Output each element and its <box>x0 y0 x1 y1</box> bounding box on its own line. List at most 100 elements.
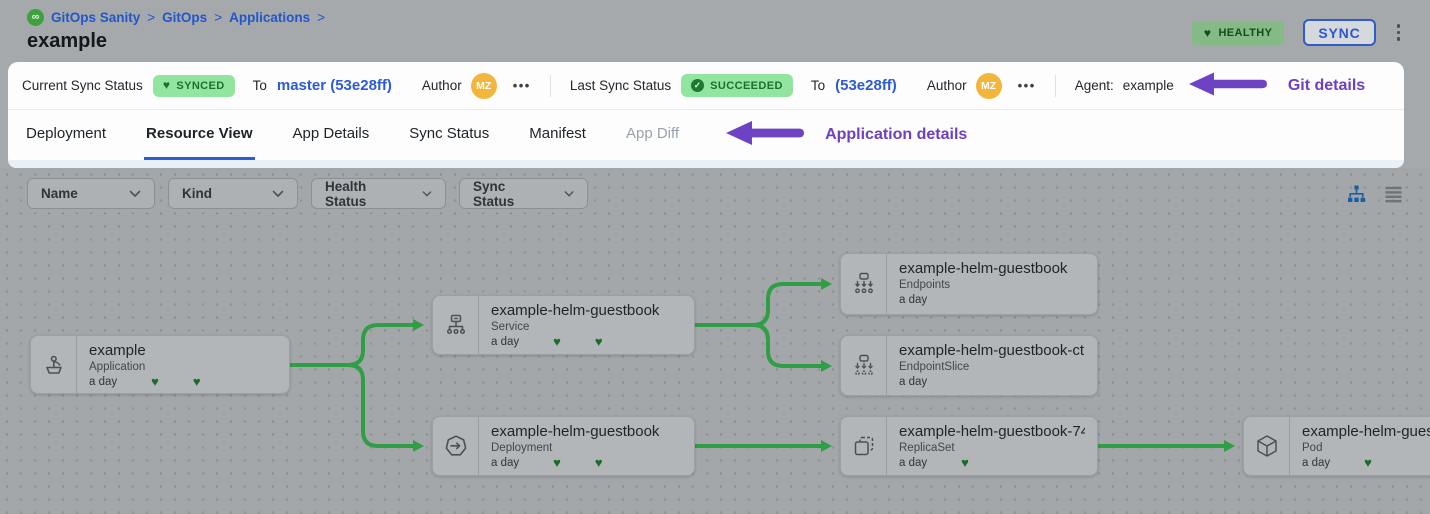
chevron-down-icon <box>129 190 141 197</box>
filter-sync-status-label: Sync Status <box>473 178 515 209</box>
synced-badge: ♥ SYNCED <box>152 74 235 97</box>
node-age: a day <box>899 376 928 388</box>
author-avatar[interactable]: MZ <box>470 72 497 99</box>
breadcrumb-gitops[interactable]: GitOps <box>162 10 208 25</box>
list-view-icon[interactable] <box>1385 186 1402 203</box>
node-age: a day <box>491 336 520 348</box>
sync-button[interactable]: SYNC <box>1303 19 1376 46</box>
health-heart-icon: ♥ <box>553 334 561 349</box>
breadcrumb: ∞ GitOps Sanity > GitOps > Applications … <box>27 9 325 26</box>
health-heart-icon: ♥ <box>1364 455 1372 470</box>
node-deployment-example-helm-guestbook[interactable]: example-helm-guestbook Deployment a day … <box>432 416 695 476</box>
application-details-arrow-icon <box>725 119 805 152</box>
node-replicaset-example-helm-guestbook[interactable]: example-helm-guestbook-74... ReplicaSet … <box>840 416 1098 476</box>
endpointslice-icon <box>841 336 887 395</box>
sync-heart-icon: ♥ <box>594 334 603 349</box>
tab-manifest[interactable]: Manifest <box>529 125 586 142</box>
node-kind: Service <box>491 321 530 333</box>
filter-kind-dropdown[interactable]: Kind <box>168 178 298 209</box>
node-title: example-helm-guestbook <box>899 260 1068 277</box>
git-details-arrow-icon <box>1188 71 1268 100</box>
filter-sync-status-dropdown[interactable]: Sync Status <box>459 178 588 209</box>
check-circle-icon: ✓ <box>691 79 705 92</box>
health-heart-icon: ♥ <box>961 455 969 470</box>
node-title: example-helm-guestbook-74... <box>899 423 1085 440</box>
tab-resource-view[interactable]: Resource View <box>144 110 255 160</box>
filter-kind-label: Kind <box>182 186 212 201</box>
synced-badge-label: SYNCED <box>176 79 225 92</box>
node-title: example-helm-guestbook-74... <box>1302 423 1430 440</box>
node-endpointslice-example-helm-guestbook[interactable]: example-helm-guestbook-ct... EndpointSli… <box>840 335 1098 396</box>
more-options-icon[interactable]: ••• <box>512 78 531 93</box>
tab-app-diff[interactable]: App Diff <box>625 125 680 142</box>
node-age: a day <box>491 457 520 469</box>
node-kind: Application <box>89 361 146 373</box>
author-label: Author <box>926 78 967 93</box>
node-kind: Pod <box>1302 442 1323 454</box>
chevron-down-icon <box>422 190 432 197</box>
to-label: To <box>810 78 826 93</box>
breadcrumb-gitops-sanity[interactable]: GitOps Sanity <box>51 10 141 25</box>
node-title: example-helm-guestbook <box>491 302 660 319</box>
divider <box>549 74 551 97</box>
filter-health-status-label: Health Status <box>325 178 367 209</box>
filter-name-label: Name <box>41 186 78 201</box>
last-revision-link[interactable]: (53e28ff) <box>835 77 897 94</box>
node-endpoints-example-helm-guestbook[interactable]: example-helm-guestbook Endpoints a day <box>840 253 1098 315</box>
succeeded-badge: ✓ SUCCEEDED <box>681 74 793 97</box>
card-bottom-strip <box>8 160 1404 168</box>
node-kind: ReplicaSet <box>899 442 955 454</box>
agent-value: example <box>1122 78 1174 93</box>
node-age: a day <box>899 457 928 469</box>
filter-health-status-dropdown[interactable]: Health Status <box>311 178 446 209</box>
view-toggles <box>1347 185 1402 204</box>
sync-status-bar: Current Sync Status ♥ SYNCED To master (… <box>8 62 1404 110</box>
tabs-bar: Deployment Resource View App Details Syn… <box>8 110 1404 160</box>
node-service-example-helm-guestbook[interactable]: example-helm-guestbook Service a day ♥ ♥ <box>432 295 695 355</box>
node-pod-example-helm-guestbook[interactable]: example-helm-guestbook-74... Pod a day ♥ <box>1243 416 1430 476</box>
author-label: Author <box>421 78 462 93</box>
health-heart-icon: ♥ <box>151 374 159 389</box>
tree-view-icon[interactable] <box>1347 185 1366 204</box>
heart-icon: ♥ <box>162 78 171 92</box>
breadcrumb-applications[interactable]: Applications <box>229 10 311 25</box>
resource-graph-canvas[interactable]: Name Kind Health Status Sync Status <box>0 168 1430 514</box>
node-kind: EndpointSlice <box>899 361 970 373</box>
endpoints-icon <box>841 254 887 314</box>
application-icon <box>31 336 77 393</box>
tab-deployment[interactable]: Deployment <box>26 125 107 142</box>
current-revision-link[interactable]: master (53e28ff) <box>276 77 392 94</box>
filter-bar: Name Kind Health Status Sync Status <box>27 178 588 209</box>
application-details-annotation: Application details <box>825 126 968 143</box>
filter-name-dropdown[interactable]: Name <box>27 178 155 209</box>
kebab-menu-icon[interactable] <box>1395 22 1403 43</box>
pod-icon <box>1244 417 1290 475</box>
last-sync-status-label: Last Sync Status <box>569 78 672 93</box>
sync-heart-icon: ♥ <box>192 374 201 389</box>
breadcrumb-separator-icon: > <box>214 10 223 25</box>
git-details-annotation: Git details <box>1287 76 1366 94</box>
chevron-down-icon <box>564 190 574 197</box>
node-application-example[interactable]: example Application a day ♥ ♥ <box>30 335 290 394</box>
chevron-down-icon <box>272 190 284 197</box>
node-title: example-helm-guestbook <box>491 423 660 440</box>
breadcrumb-separator-icon: > <box>147 10 156 25</box>
divider <box>1054 74 1056 97</box>
succeeded-badge-label: SUCCEEDED <box>710 79 783 92</box>
breadcrumb-separator-icon: > <box>317 10 325 25</box>
page-header: ∞ GitOps Sanity > GitOps > Applications … <box>0 0 1430 62</box>
node-age: a day <box>89 376 118 388</box>
node-title: example <box>89 342 146 359</box>
author-avatar[interactable]: MZ <box>975 72 1002 99</box>
sync-heart-icon: ♥ <box>594 455 603 470</box>
health-badge-label: HEALTHY <box>1218 26 1273 39</box>
tab-sync-status[interactable]: Sync Status <box>409 125 490 142</box>
app-details-card: Current Sync Status ♥ SYNCED To master (… <box>8 62 1404 168</box>
tab-app-details[interactable]: App Details <box>292 125 370 142</box>
deployment-icon <box>433 417 479 475</box>
replicaset-icon <box>841 417 887 475</box>
node-kind: Deployment <box>491 442 553 454</box>
service-icon <box>433 296 479 354</box>
more-options-icon[interactable]: ••• <box>1017 78 1036 93</box>
page-title: example <box>27 30 108 52</box>
